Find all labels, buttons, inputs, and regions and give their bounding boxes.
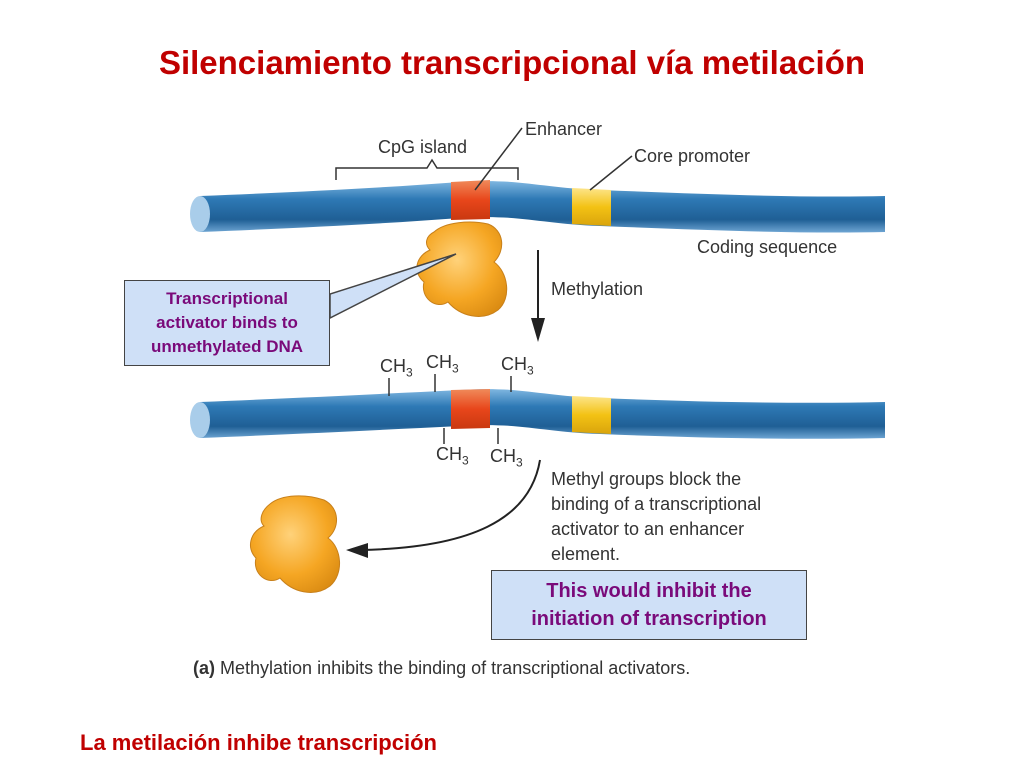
footer-text: La metilación inhibe transcripción (80, 730, 437, 755)
enhancer-label: Enhancer (525, 119, 603, 139)
activator-protein-bound (416, 221, 508, 317)
dna-strand-methylated (190, 389, 885, 439)
core-promoter-region (572, 188, 611, 226)
promoter-leader (589, 155, 633, 191)
activator-protein-released (249, 495, 340, 593)
methylation-label: Methylation (551, 279, 644, 299)
figure-caption: (a) Methylation inhibits the binding of … (193, 658, 691, 678)
core-promoter-label: Core promoter (634, 146, 751, 166)
ch3-label-bottom-2: CH3 (490, 446, 523, 470)
enhancer-region (451, 180, 490, 220)
cpg-island-bracket (335, 158, 519, 180)
slide-title: Silenciamiento transcripcional vía metil… (158, 44, 866, 81)
cpg-island-label: CpG island (378, 137, 468, 157)
ch3-label-bottom-1: CH3 (436, 444, 469, 468)
release-arrow (359, 459, 541, 551)
callout-pointer (329, 253, 457, 320)
ch3-label-top-1: CH3 (380, 356, 413, 380)
activator-callout: Transcriptional activator binds to unmet… (124, 280, 330, 366)
coding-sequence-label: Coding sequence (697, 237, 838, 257)
inhibit-callout: This would inhibit the initiation of tra… (491, 570, 807, 640)
ch3-label-top-2: CH3 (426, 352, 459, 376)
dna-strand-unmethylated (190, 180, 885, 233)
core-promoter-region-methylated (572, 396, 611, 434)
ch3-label-top-3: CH3 (501, 354, 534, 378)
enhancer-leader (474, 127, 523, 191)
methyl-explanation: Methyl groups block the binding of a tra… (551, 469, 762, 564)
enhancer-region-methylated (451, 389, 490, 429)
